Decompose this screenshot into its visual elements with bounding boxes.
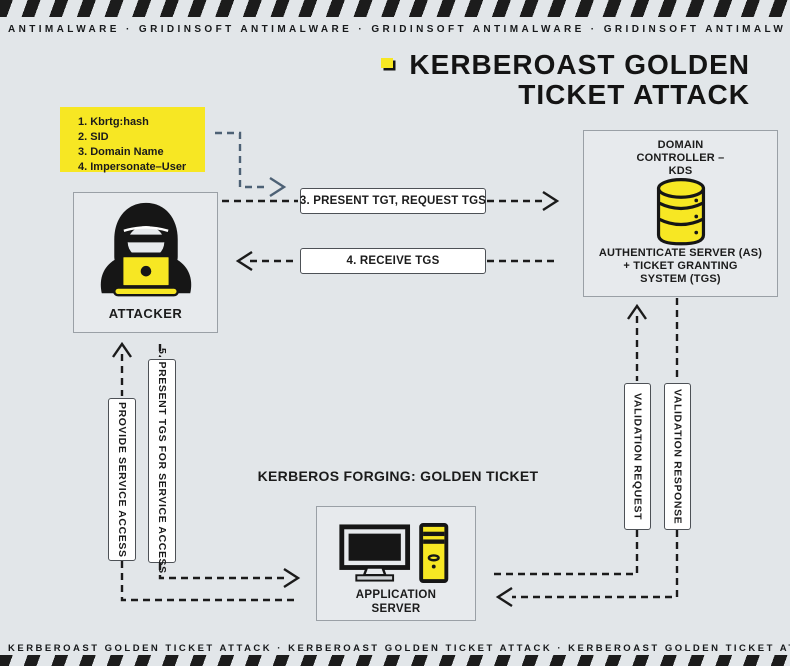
flow-label-validation-response: VALIDATION RESPONSE <box>664 383 691 530</box>
connector-note-to-flow3 <box>215 131 268 189</box>
flow-label-provide-service: PROVIDE SERVICE ACCESS <box>108 398 136 561</box>
flow-label-present-tgs-service: 5. PRESENT TGS FOR SERVICE ACCESS <box>148 348 176 574</box>
arrowhead-provide-service-up <box>112 341 132 358</box>
arrowhead-present-tgs-right <box>283 567 301 589</box>
arrowhead-validation-request-up <box>627 303 647 320</box>
page-title: KERBEROAST GOLDEN TICKET ATTACK <box>381 50 750 110</box>
hazard-stripes-top <box>0 0 790 17</box>
arrowhead-validation-response-left <box>495 586 513 608</box>
note-item: 3. Domain Name <box>78 146 164 158</box>
top-banner-text: ANTIMALWARE · GRIDINSOFT ANTIMALWARE · G… <box>8 24 787 35</box>
arrowhead-note-right <box>269 176 287 198</box>
application-server-label: APPLICATION SERVER <box>355 589 437 615</box>
note-item: 2. SID <box>78 131 109 143</box>
attacker-node: ATTACKER <box>73 192 218 333</box>
forged-credentials-note: 1. Kbrtg:hash 2. SID 3. Domain Name 4. I… <box>60 107 205 173</box>
flow-label-validation-request: VALIDATION REQUEST <box>624 383 651 530</box>
hacker-icon <box>100 202 191 297</box>
note-item: 4. Impersonate–User <box>78 161 187 173</box>
attacker-label: ATTACKER <box>108 306 183 321</box>
server-workstation-icon <box>339 523 449 583</box>
bottom-banner-text: KERBEROAST GOLDEN TICKET ATTACK · KERBER… <box>8 643 790 654</box>
arrowhead-present-tgt-right <box>542 190 560 212</box>
yellow-square-icon <box>381 58 394 68</box>
domain-controller-subtitle: AUTHENTICATE SERVER (AS) + TICKET GRANTI… <box>598 247 763 285</box>
page-title-line1: KERBEROAST GOLDEN <box>381 50 750 80</box>
connector-present-tgs-service <box>158 344 284 580</box>
application-server-node: APPLICATION SERVER <box>316 506 476 621</box>
arrowhead-receive-tgs-left <box>235 250 253 272</box>
flow-label-receive-tgs: 4. RECEIVE TGS <box>300 248 486 274</box>
diagram-caption: KERBEROS FORGING: GOLDEN TICKET <box>257 468 539 484</box>
domain-controller-title: DOMAIN CONTROLLER – KDS <box>636 139 725 177</box>
domain-controller-node: DOMAIN CONTROLLER – KDS AUTHENTICATE SER… <box>583 130 778 297</box>
connector-validation-response <box>512 298 679 599</box>
connector-validation-request <box>494 316 639 576</box>
database-icon <box>656 178 705 246</box>
note-item: 1. Kbrtg:hash <box>78 116 149 128</box>
flow-label-present-tgt: 3. PRESENT TGT, REQUEST TGS <box>300 188 486 214</box>
page-title-line2: TICKET ATTACK <box>518 79 750 110</box>
hazard-stripes-bottom <box>0 655 790 666</box>
connector-provide-service <box>120 354 297 602</box>
